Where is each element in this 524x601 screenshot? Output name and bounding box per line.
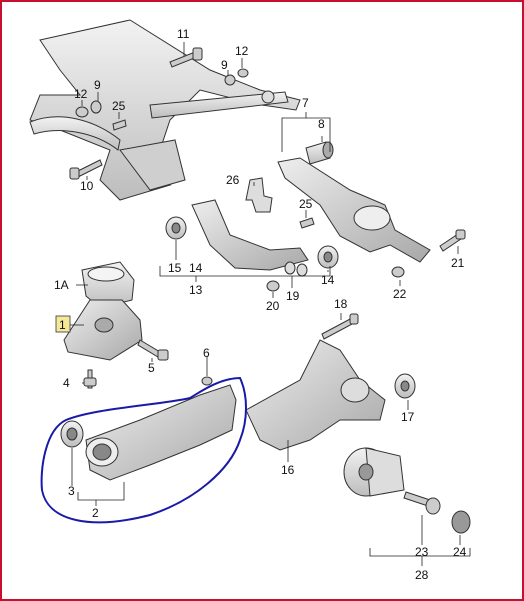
label-22: 22	[393, 287, 407, 301]
label-28: 28	[415, 568, 429, 582]
nut-12-left	[75, 106, 89, 118]
label-1a: 1A	[54, 278, 69, 292]
label-10: 10	[80, 179, 94, 193]
label-24: 24	[453, 545, 467, 559]
label-19: 19	[286, 289, 300, 303]
nut-9-right	[224, 74, 236, 86]
washer-19	[284, 261, 308, 277]
bolt-11	[169, 47, 203, 68]
bolt-18	[321, 313, 359, 340]
bushing-17	[394, 373, 416, 399]
label-8: 8	[318, 117, 325, 131]
label-17: 17	[401, 410, 415, 424]
label-6: 6	[203, 346, 210, 360]
bushing-15	[165, 216, 187, 240]
bracket-26	[245, 177, 273, 213]
label-9-left: 9	[94, 78, 101, 92]
label-11: 11	[177, 27, 190, 41]
bolt-5	[137, 339, 169, 361]
label-21: 21	[451, 256, 465, 270]
nut-9-left	[90, 100, 102, 114]
label-15: 15	[168, 261, 182, 275]
cap-24	[451, 510, 471, 534]
bolt-21	[439, 229, 466, 252]
wheel-hub	[343, 447, 405, 497]
highlight-outline	[40, 376, 247, 524]
label-5: 5	[148, 361, 155, 375]
label-13: 13	[189, 283, 203, 297]
label-12-left: 12	[74, 87, 88, 101]
bump-stop-1a	[81, 261, 135, 309]
bolt-10	[69, 159, 103, 180]
label-14-right: 14	[321, 273, 335, 287]
lower-link-arm	[191, 199, 309, 271]
label-2: 2	[92, 506, 99, 520]
label-12-right: 12	[235, 44, 249, 58]
label-23: 23	[415, 545, 429, 559]
wheel-bearing-housing	[245, 339, 386, 451]
bolt-25-mid	[299, 217, 315, 229]
upper-control-arm	[277, 157, 431, 263]
bolt-25-top	[112, 119, 127, 131]
label-16: 16	[281, 463, 295, 477]
nut-12-right	[237, 68, 249, 78]
label-7: 7	[302, 96, 309, 110]
mount-bracket-1	[63, 299, 143, 361]
label-1: 1	[59, 318, 66, 332]
nut-6	[201, 376, 213, 386]
nut-22	[391, 266, 405, 278]
trailing-arm	[85, 384, 237, 481]
bushing-8	[305, 141, 334, 165]
label-1-box	[55, 315, 71, 333]
label-20: 20	[266, 299, 280, 313]
label-3: 3	[68, 484, 75, 498]
label-18: 18	[334, 297, 348, 311]
label-26: 26	[226, 173, 240, 187]
bushing-3	[60, 420, 84, 448]
label-25-top: 25	[112, 99, 126, 113]
label-25-mid: 25	[299, 197, 313, 211]
bushing-14-right	[317, 245, 339, 269]
label-14-left: 14	[189, 261, 203, 275]
label-9-right: 9	[221, 58, 228, 72]
bolt-4	[83, 369, 97, 389]
bolt-23	[403, 491, 441, 515]
nut-20	[266, 280, 280, 292]
part-labels: 1 1A 2 3 4 5 6 7 8 9 10 11 12 12 13 14 1…	[54, 27, 467, 582]
label-4: 4	[63, 376, 70, 390]
subframe	[29, 19, 301, 201]
leader-lines	[70, 42, 471, 566]
